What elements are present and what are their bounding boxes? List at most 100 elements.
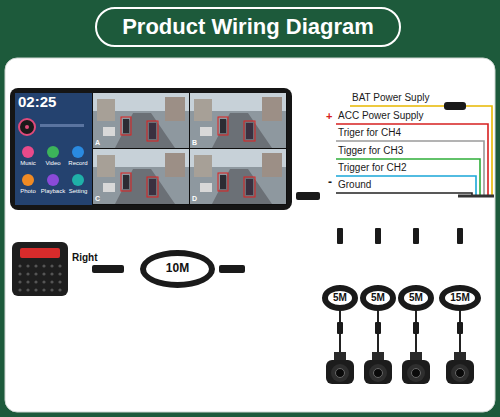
camera-plugs bbox=[457, 322, 463, 334]
monitor-body bbox=[72, 174, 84, 186]
speaker-body bbox=[50, 264, 53, 267]
camera-icon bbox=[364, 360, 392, 384]
speaker-label: Right bbox=[72, 252, 98, 264]
power-trigger-wires bbox=[336, 176, 476, 196]
camera-icon bbox=[364, 352, 392, 384]
speaker-body bbox=[50, 272, 53, 275]
view-letter: A bbox=[95, 139, 100, 147]
speaker-body bbox=[42, 272, 45, 275]
cable-coil: 15M bbox=[439, 285, 481, 311]
speaker-body bbox=[34, 280, 37, 283]
camera-icon bbox=[412, 369, 421, 378]
camera-icon bbox=[402, 360, 430, 384]
camera-icon bbox=[336, 369, 345, 378]
speaker-body bbox=[18, 280, 21, 283]
monitor-body bbox=[93, 149, 189, 204]
monitor-body bbox=[47, 146, 59, 158]
app-label: Record bbox=[64, 160, 92, 167]
camera-icon bbox=[402, 352, 430, 384]
speaker-body bbox=[58, 280, 61, 283]
speaker-body bbox=[20, 248, 60, 258]
clock-text: 02:25 bbox=[18, 93, 56, 110]
speaker-body bbox=[42, 288, 45, 291]
speaker-box: Right bbox=[12, 242, 68, 296]
monitor-body bbox=[15, 93, 92, 205]
speaker-body bbox=[18, 272, 21, 275]
app-label: Photo bbox=[14, 188, 42, 195]
cable-length: 5M bbox=[371, 292, 385, 304]
speaker-body bbox=[26, 272, 29, 275]
camera-icon bbox=[451, 364, 469, 382]
camera-icon bbox=[446, 352, 474, 384]
app-label: Playback bbox=[39, 188, 67, 195]
camera-icon bbox=[372, 352, 384, 361]
speaker-body bbox=[42, 280, 45, 283]
monitor-body bbox=[40, 124, 84, 127]
camera-icon bbox=[407, 364, 425, 382]
camera-plugs bbox=[413, 322, 419, 334]
wire-label: Tigger for CH3 bbox=[338, 145, 403, 157]
wire-label: Triger for CH4 bbox=[338, 127, 401, 139]
cable-length: 10M bbox=[166, 262, 189, 276]
cable-coil: 5M bbox=[398, 285, 434, 311]
connector-plug bbox=[296, 192, 320, 200]
monitor-body bbox=[10, 88, 292, 210]
view-letter: D bbox=[192, 195, 197, 203]
speaker-body bbox=[50, 288, 53, 291]
camera-icon bbox=[454, 352, 466, 361]
camera-plugs bbox=[337, 322, 463, 334]
power-trigger-wires bbox=[336, 193, 472, 196]
speaker-body bbox=[42, 264, 45, 267]
speaker-body bbox=[18, 264, 21, 267]
app-label: Music bbox=[14, 160, 42, 167]
monitor-body bbox=[93, 93, 189, 148]
monitor-body bbox=[22, 146, 34, 158]
speaker-body bbox=[12, 242, 68, 296]
wire-label: Ground bbox=[338, 179, 371, 191]
app-label: Setting bbox=[64, 188, 92, 195]
camera-icon bbox=[334, 352, 346, 361]
speaker-body bbox=[26, 288, 29, 291]
power-trigger-wires bbox=[336, 159, 480, 196]
camera-plugs bbox=[337, 322, 343, 334]
power-trigger-wires bbox=[336, 106, 492, 196]
monitor-body bbox=[190, 93, 286, 148]
wire-bundle bbox=[458, 195, 494, 198]
camera-plugs bbox=[375, 322, 381, 334]
monitor-body bbox=[25, 125, 29, 129]
camera-icon bbox=[331, 364, 349, 382]
camera-icon bbox=[446, 360, 474, 384]
cable-plugs bbox=[92, 265, 124, 273]
monitor-body bbox=[47, 174, 59, 186]
speaker-body bbox=[18, 264, 61, 291]
monitor-body bbox=[72, 146, 84, 158]
wire-label: ACC Power Supply bbox=[338, 110, 424, 122]
app-label: Video bbox=[39, 160, 67, 167]
wire-label: + bbox=[326, 110, 332, 123]
speaker-body bbox=[26, 264, 29, 267]
speaker-body bbox=[26, 280, 29, 283]
speaker-body bbox=[58, 272, 61, 275]
wire-label: - bbox=[328, 176, 332, 190]
camera-icon bbox=[326, 352, 354, 384]
speaker-body bbox=[34, 264, 37, 267]
speaker-body bbox=[50, 280, 53, 283]
camera-cables bbox=[340, 311, 460, 354]
monitor-body bbox=[15, 93, 287, 205]
cable-coil: 5M bbox=[322, 285, 358, 311]
panel bbox=[5, 58, 495, 412]
cable-length: 15M bbox=[450, 292, 469, 304]
speaker-body bbox=[18, 288, 21, 291]
camera-icon bbox=[369, 364, 387, 382]
monitor-body bbox=[19, 119, 35, 135]
cable-coil: 10M bbox=[140, 250, 215, 288]
wire-label: BAT Power Suply bbox=[352, 92, 429, 104]
view-letter: C bbox=[95, 195, 100, 203]
title-text: Product Wiring Diagram bbox=[95, 7, 401, 47]
view-letter: B bbox=[192, 139, 197, 147]
cable-plugs bbox=[337, 228, 343, 244]
camera-icons bbox=[326, 352, 474, 384]
speaker-body bbox=[34, 288, 37, 291]
